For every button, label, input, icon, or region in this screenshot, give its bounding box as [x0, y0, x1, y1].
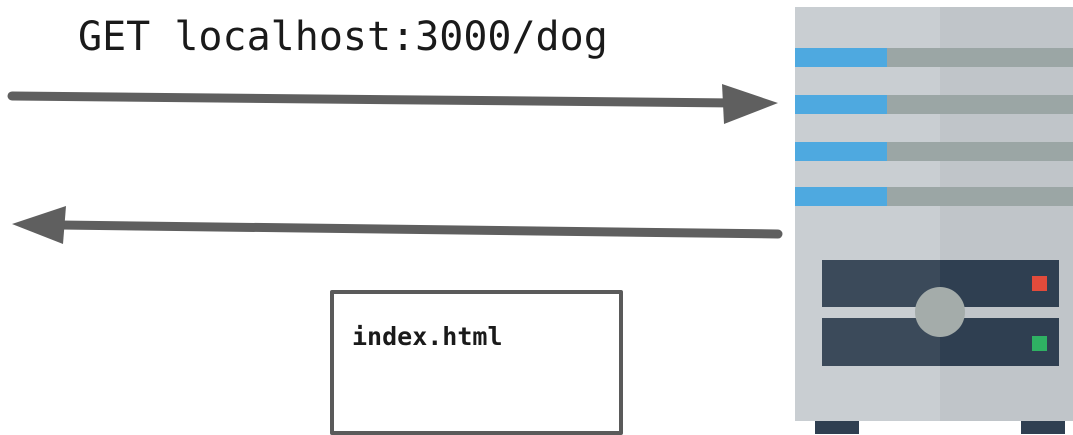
server-vent-stripes	[795, 48, 1073, 206]
response-file-label: index.html	[352, 322, 503, 351]
response-arrow-icon	[12, 206, 783, 244]
request-label: GET localhost:3000/dog	[78, 14, 608, 60]
led-red-icon	[1032, 276, 1047, 291]
server-drive-bays	[822, 260, 1059, 366]
server-icon	[795, 7, 1073, 434]
response-file-box: index.html	[330, 290, 623, 435]
led-green-icon	[1032, 336, 1047, 351]
request-arrow-icon	[7, 84, 778, 124]
